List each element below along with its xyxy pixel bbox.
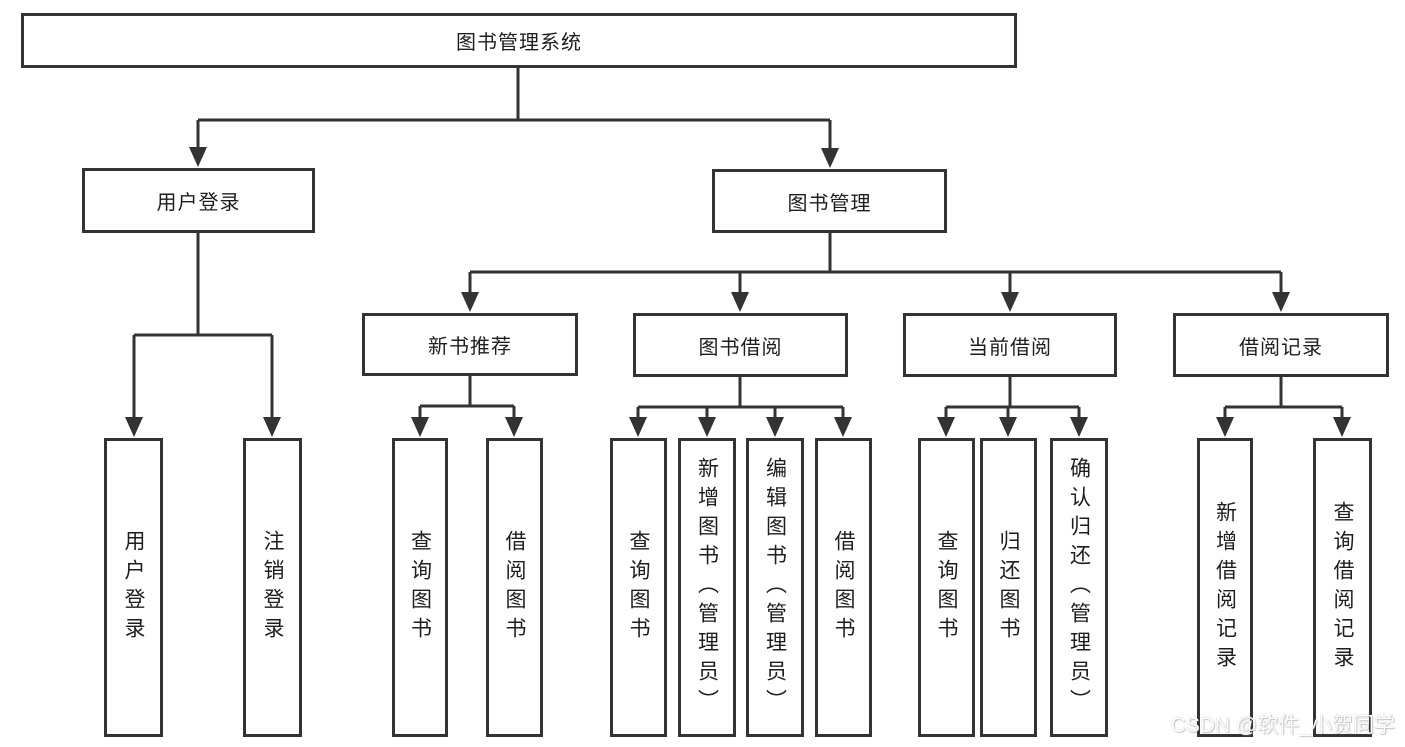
- leaf-label: 查询借阅记录: [1331, 500, 1354, 675]
- leaf-label: 新增借阅记录: [1213, 500, 1237, 675]
- leaf-query-books-current: 查询图书: [918, 438, 975, 737]
- node-user-login: 用户登录: [82, 168, 315, 233]
- leaf-logout: 注销登录: [243, 438, 302, 737]
- arrowhead: [1001, 292, 1019, 312]
- leaf-add-borrow-record: 新增借阅记录: [1197, 438, 1253, 737]
- arrowhead: [999, 417, 1017, 437]
- leaf-borrow-books-recommend: 借阅图书: [486, 438, 543, 737]
- leaf-label: 编辑图书（管理员）: [763, 457, 787, 718]
- node-book-borrow: 图书借阅: [633, 313, 848, 377]
- leaf-confirm-return-admin: 确认归还（管理员）: [1050, 438, 1108, 737]
- node-label: 图书管理: [787, 192, 872, 215]
- arrowhead: [937, 417, 955, 437]
- leaf-query-borrow-record: 查询借阅记录: [1313, 438, 1372, 737]
- node-borrow-records: 借阅记录: [1173, 313, 1389, 377]
- leaf-label: 注销登录: [261, 529, 284, 646]
- leaf-borrow-books: 借阅图书: [815, 438, 872, 737]
- arrowhead: [1333, 417, 1351, 437]
- leaf-label: 借阅图书: [503, 529, 526, 646]
- node-current-borrow: 当前借阅: [903, 313, 1117, 377]
- leaf-label: 归还图书: [997, 529, 1020, 646]
- leaf-label: 查询图书: [408, 529, 432, 646]
- node-label: 用户登录: [156, 192, 241, 214]
- node-label: 当前借阅: [968, 336, 1052, 359]
- arrowhead: [1272, 292, 1290, 312]
- arrowhead: [766, 417, 784, 437]
- leaf-edit-books-admin: 编辑图书（管理员）: [746, 438, 804, 737]
- arrowhead: [1070, 417, 1088, 437]
- arrowhead: [263, 417, 281, 437]
- node-label: 新书推荐: [428, 336, 512, 358]
- leaf-query-books-recommend: 查询图书: [392, 438, 448, 737]
- leaf-label: 用户登录: [122, 529, 145, 646]
- arrowhead: [189, 147, 207, 167]
- node-label: 借阅记录: [1239, 336, 1323, 359]
- node-book-management-system: 图书管理系统: [21, 13, 1017, 68]
- arrowhead: [505, 417, 523, 437]
- arrowhead: [125, 417, 143, 437]
- leaf-add-books-admin: 新增图书（管理员）: [678, 438, 736, 737]
- arrowhead: [821, 148, 839, 168]
- leaf-label: 查询图书: [935, 529, 958, 646]
- node-label: 图书借阅: [698, 336, 783, 359]
- leaf-query-books-borrow: 查询图书: [610, 438, 667, 737]
- arrowhead: [834, 417, 852, 437]
- arrowhead: [461, 292, 479, 312]
- arrowhead: [698, 417, 716, 437]
- leaf-label: 确认归还（管理员）: [1067, 457, 1091, 718]
- leaf-label: 新增图书（管理员）: [695, 457, 719, 718]
- leaf-return-books: 归还图书: [980, 438, 1037, 737]
- arrowhead: [1216, 417, 1234, 437]
- leaf-label: 查询图书: [627, 529, 650, 646]
- node-new-book-recommend: 新书推荐: [362, 313, 578, 376]
- node-label: 图书管理系统: [456, 32, 582, 54]
- leaf-label: 借阅图书: [832, 529, 855, 646]
- leaf-user-login: 用户登录: [104, 438, 163, 737]
- arrowhead: [731, 292, 749, 312]
- node-book-management: 图书管理: [712, 169, 947, 233]
- csdn-watermark: CSDN @软件_小贺同学: [1170, 714, 1395, 737]
- arrowhead: [411, 417, 429, 437]
- arrowhead: [629, 417, 647, 437]
